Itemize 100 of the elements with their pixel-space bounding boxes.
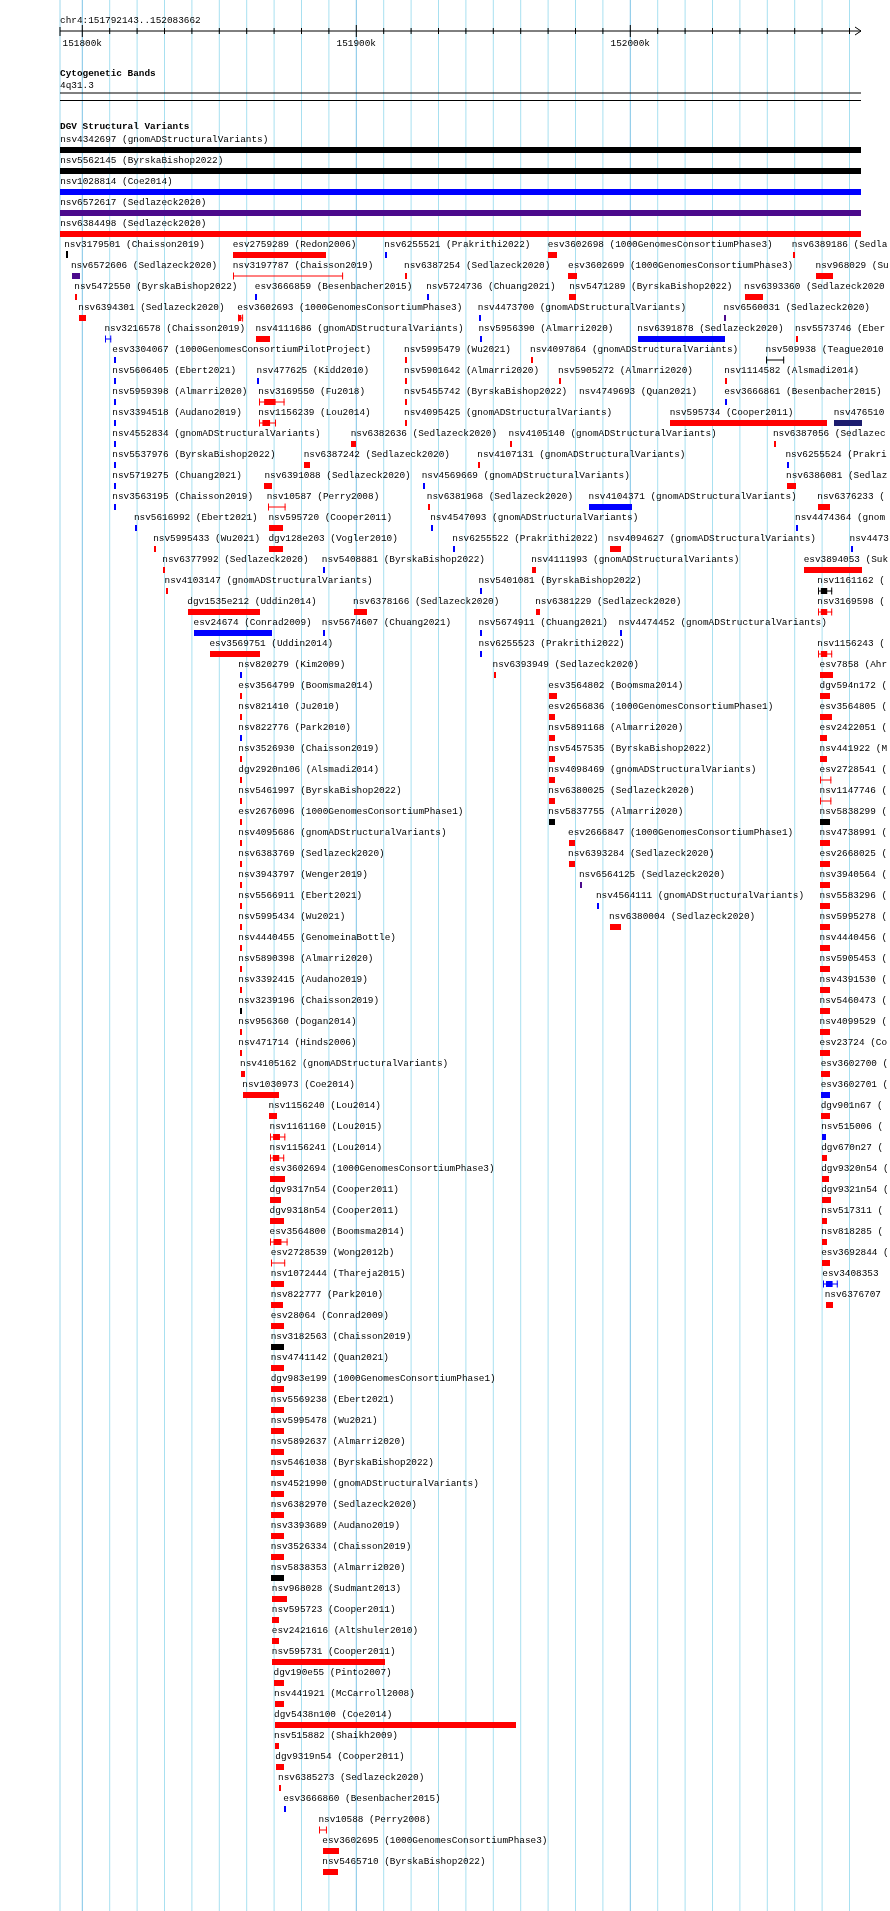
variant-label: nsv3940564 ( [819,869,888,881]
variant-label: dgv1535e212 (Uddin2014) [187,596,317,608]
variant-label: esv23724 (Co [819,1037,888,1049]
variant-label: nsv5401081 (ByrskaBishop2022) [478,575,642,587]
variant-label: nsv5892637 (Almarri2020) [270,1436,406,1448]
variant-label: esv3692844 ( [821,1247,889,1259]
variant-label: nsv509938 (Teague2010 [765,344,884,356]
variant-label: nsv5995479 (Wu2021) [404,344,511,356]
variant-label: nsv5995478 (Wu2021) [270,1415,378,1427]
variant-label: nsv5465710 (ByrskaBishop2022) [322,1856,486,1868]
variant-label: esv2666847 (1000GenomesConsortiumPhase1) [568,827,794,839]
variant-label: dgv901n67 ( [820,1100,883,1112]
variant-label: nsv5461997 (ByrskaBishop2022) [238,785,402,797]
variant-label: nsv1161162 ( [817,575,885,587]
variant-label: nsv5471289 (ByrskaBishop2022) [569,281,733,293]
variant-label: nsv1156240 (Lou2014) [268,1100,381,1112]
variant-label: esv3304067 (1000GenomesConsortiumPilotProject) [112,344,372,356]
variant-label: nsv4098469 (gnomADStructuralVariants) [548,764,757,776]
variant-label: nsv6384498 (Sedlazeck2020) [60,218,207,230]
variant-label: esv3602695 (1000GenomesConsortiumPhase3) [322,1835,548,1847]
variant-label: nsv5901642 (Almarri2020) [404,365,540,377]
variant-label: nsv6391088 (Sedlazeck2020) [264,470,411,482]
variant-label: esv3602700 ( [820,1058,889,1070]
variant-label: nsv477625 (Kidd2010) [256,365,370,377]
variant-label: nsv4107131 (gnomADStructuralVariants) [477,449,686,461]
variant-label: nsv4564111 (gnomADStructuralVariants) [595,890,805,902]
variant-label: esv3569751 (Uddin2014) [209,638,334,650]
variant-label: esv2728539 (Wong2012b) [270,1247,395,1259]
variant-label: nsv3216578 (Chaisson2019) [104,323,246,335]
variant-label: dgv9317n54 (Cooper2011) [269,1184,399,1196]
track-title: Cytogenetic Bands [60,68,156,80]
variant-label: nsv3563195 (Chaisson2019) [112,491,253,503]
variant-label: nsv1156243 ( [817,638,885,650]
variant-label: nsv4741142 (Quan2021) [270,1352,389,1364]
variant-label: nsv5905272 (Almarri2020) [557,365,693,377]
variant-label: nsv6387254 (Sedlazeck2020) [404,260,551,272]
variant-label: esv2668025 ( [819,848,888,860]
variant-label: nsv441922 (M [819,743,888,755]
variant-label: nsv6387242 (Sedlazeck2020) [303,449,450,461]
variant-label: nsv6380025 (Sedlazeck2020) [548,785,695,797]
variant-label: esv3408353 [822,1268,879,1280]
variant-label: nsv5573746 (Eber [795,323,886,335]
variant-label: nsv6382970 (Sedlazeck2020) [270,1499,417,1511]
variant-label: nsv4095686 (gnomADStructuralVariants) [238,827,447,839]
variant-label: nsv3526334 (Chaisson2019) [270,1541,412,1553]
variant-label: nsv6378166 (Sedlazeck2020) [353,596,500,608]
variant-label: nsv6393949 (Sedlazeck2020) [492,659,639,671]
variant-label: nsv5838353 (Almarri2020) [270,1562,406,1574]
variant-label: nsv5461038 (ByrskaBishop2022) [270,1457,434,1469]
variant-label: nsv595731 (Cooper2011) [271,1646,396,1658]
variant-label: nsv5408881 (ByrskaBishop2022) [321,554,485,566]
variant-label: nsv6382636 (Sedlazeck2020) [350,428,497,440]
variant-label: nsv6572606 (Sedlazeck2020) [70,260,218,272]
variant-label: esv3666860 (Besenbacher2015) [283,1793,441,1805]
variant-label: nsv6255523 (Prakrithi2022) [478,638,625,650]
variant-label: nsv5562145 (ByrskaBishop2022) [60,155,224,167]
variant-label: nsv10587 (Perry2008) [266,491,380,503]
variant-label: nsv6383769 (Sedlazeck2020) [238,848,385,860]
variant-label: nsv968029 (Su [815,260,889,272]
variant-label: nsv6564125 (Sedlazeck2020) [578,869,726,881]
variant-label: dgv9321n54 ( [821,1184,889,1196]
variant-label: nsv1147746 ( [819,785,888,797]
variant-label: nsv6377992 (Sedlazeck2020) [162,554,309,566]
variant-label: nsv4391530 ( [819,974,888,986]
variant-label: nsv4103147 (gnomADStructuralVariants) [164,575,373,587]
variant-label: nsv3393689 (Audano2019) [270,1520,401,1532]
variant-label: nsv5995433 (Wu2021) [153,533,261,545]
track-title: DGV Structural Variants [60,121,190,133]
variant-label: nsv5537976 (ByrskaBishop2022) [112,449,276,461]
variant-label: nsv5674607 (Chuang2021) [321,617,452,629]
variant-label: dgv9318n54 (Cooper2011) [269,1205,399,1217]
variant-label: nsv822776 (Park2010) [238,722,351,734]
variant-label: dgv5438n100 (Coe2014) [274,1709,393,1721]
variant-label: esv2421616 (Altshuler2010) [271,1625,419,1637]
variant-label: nsv6380004 (Sedlazeck2020) [608,911,756,923]
variant-label: nsv956360 (Dogan2014) [238,1016,357,1028]
variant-label: nsv441921 (McCarroll2008) [274,1688,415,1700]
variant-label: nsv5472550 (ByrskaBishop2022) [74,281,238,293]
variant-label: dgv594n172 ( [819,680,888,692]
variant-label: nsv4749693 (Quan2021) [578,386,698,398]
variant-label: nsv5959398 (Almarri2020) [112,386,248,398]
variant-label: nsv6376707 [824,1289,881,1301]
variant-label: nsv4473 [849,533,889,545]
variant-label: nsv471714 (Hinds2006) [238,1037,357,1049]
variant-label: nsv476510 [833,407,885,419]
band-label: 4q31.3 [60,80,94,92]
variant-label: nsv5719275 (Chuang2021) [112,470,242,482]
variant-label: nsv4440455 (GenomeinaBottle) [238,932,396,944]
variant-label: nsv3392415 (Audano2019) [238,974,368,986]
variant-label: nsv6387056 (Sedlazec [773,428,886,440]
variant-label: nsv4342697 (gnomADStructuralVariants) [60,134,269,146]
variant-label: esv28064 (Conrad2009) [270,1310,389,1322]
variant-label: nsv6391878 (Sedlazeck2020) [637,323,784,335]
variant-label: nsv6376233 ( [817,491,885,503]
variant-label: nsv5455742 (ByrskaBishop2022) [404,386,568,398]
variant-label: esv3602694 (1000GenomesConsortiumPhase3) [269,1163,495,1175]
variant-label: nsv5956390 (Almarri2020) [478,323,614,335]
variant-label: nsv6389186 (Sedla [791,239,888,251]
variant-label: nsv4440456 ( [819,932,888,944]
variant-label: esv3666859 (Besenbacher2015) [254,281,413,293]
